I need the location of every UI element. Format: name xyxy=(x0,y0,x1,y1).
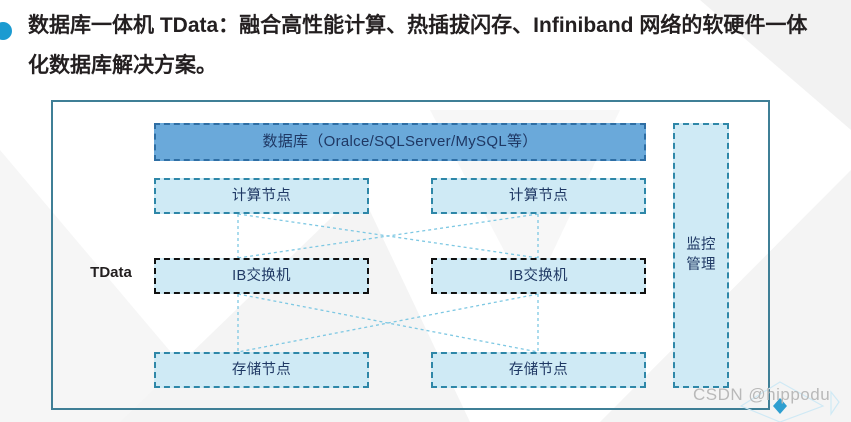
ib-switch-right[interactable]: IB交换机 xyxy=(431,258,646,294)
diagram-side-label: TData xyxy=(90,264,132,281)
monitor-management-label-line2: 管理 xyxy=(686,256,716,273)
compute-node-left-label: 计算节点 xyxy=(231,187,292,204)
compute-node-right-label: 计算节点 xyxy=(508,187,569,204)
storage-node-left-label: 存储节点 xyxy=(231,361,292,378)
ib-switch-left[interactable]: IB交换机 xyxy=(154,258,369,294)
monitor-management-box[interactable]: 监控 管理 xyxy=(673,123,729,388)
storage-node-right[interactable]: 存储节点 xyxy=(431,352,646,388)
ib-switch-left-label: IB交换机 xyxy=(232,267,291,284)
database-box[interactable]: 数据库（Oralce/SQLServer/MySQL等） xyxy=(154,123,646,161)
compute-node-right[interactable]: 计算节点 xyxy=(431,178,646,214)
monitor-management-label-line1: 监控 xyxy=(686,236,716,253)
compute-node-left[interactable]: 计算节点 xyxy=(154,178,369,214)
tdata-architecture-diagram: TData 数据库（Oralce/SQLServer/MySQL等） 计算节点 … xyxy=(51,100,770,410)
bullet-dot-icon xyxy=(0,22,12,40)
database-box-label: 数据库（Oralce/SQLServer/MySQL等） xyxy=(262,132,538,150)
storage-node-right-label: 存储节点 xyxy=(508,361,569,378)
page-title: 数据库一体机 TData：融合高性能计算、热插拔闪存、Infiniband 网络… xyxy=(28,14,808,77)
ib-switch-right-label: IB交换机 xyxy=(509,267,568,284)
storage-node-left[interactable]: 存储节点 xyxy=(154,352,369,388)
watermark-text: CSDN @hippodu xyxy=(693,385,831,404)
